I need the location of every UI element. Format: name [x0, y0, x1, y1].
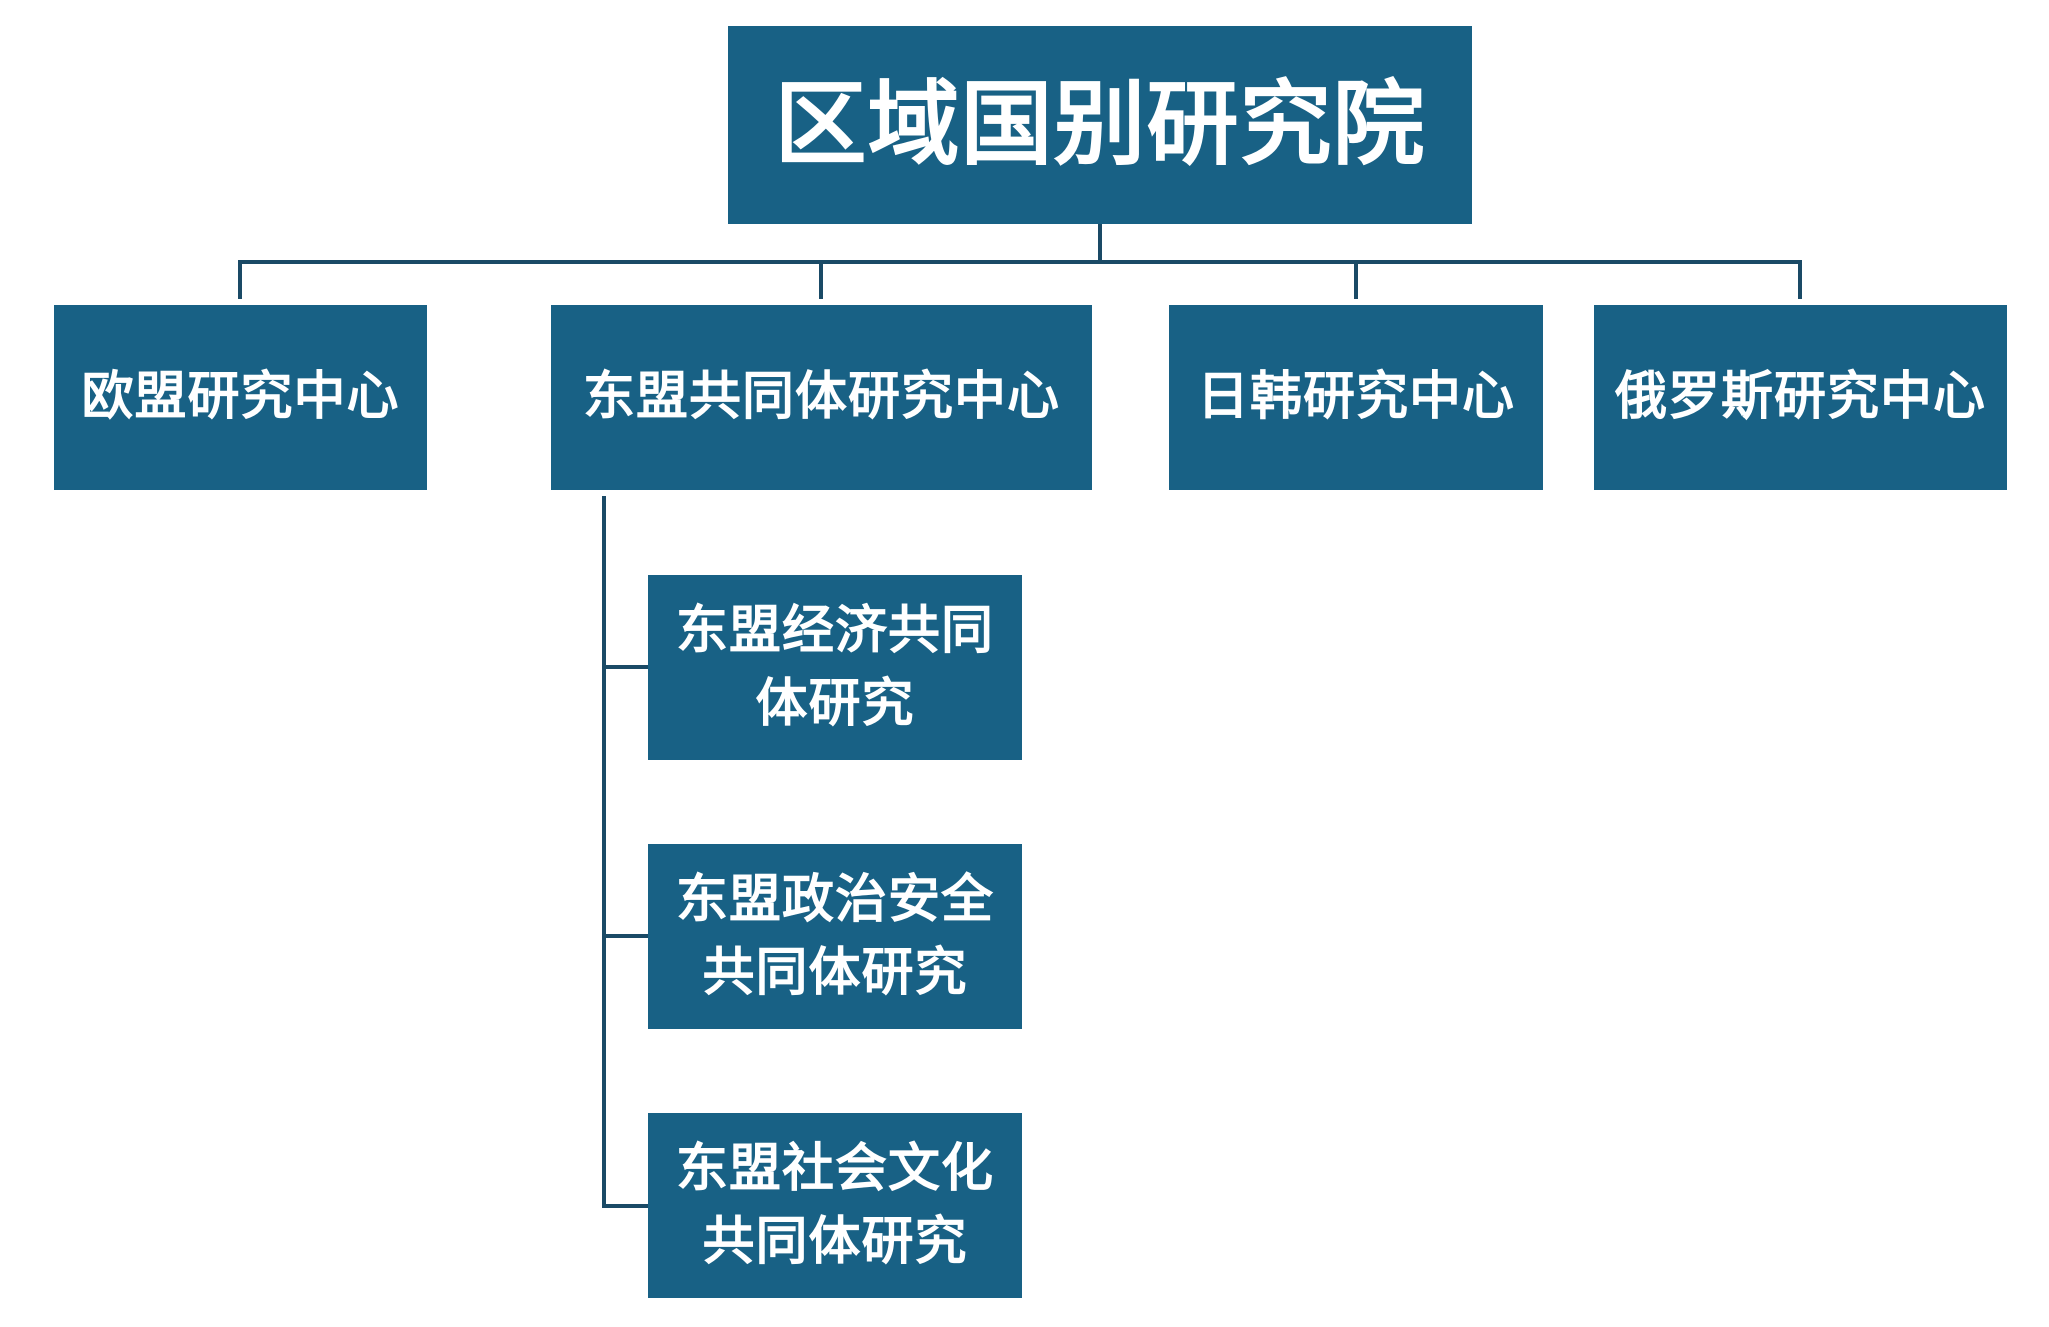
- subunit-node-label: 东盟政治安全共同体研究: [675, 869, 994, 1003]
- root-node-label: 区域国别研究院: [774, 70, 1426, 178]
- subunit-node-economic: 东盟经济共同体研究: [648, 575, 1022, 760]
- subunit-node-political-security: 东盟政治安全共同体研究: [648, 844, 1022, 1029]
- center-node-asean: 东盟共同体研究中心: [551, 305, 1092, 490]
- center-node-eu: 欧盟研究中心: [54, 305, 427, 490]
- center-node-label: 东盟共同体研究中心: [582, 367, 1060, 428]
- subunit-node-socio-cultural: 东盟社会文化共同体研究: [648, 1113, 1022, 1298]
- root-node-institute: 区域国别研究院: [728, 26, 1472, 224]
- center-node-japan-korea: 日韩研究中心: [1169, 305, 1543, 490]
- center-node-label: 日韩研究中心: [1196, 367, 1515, 428]
- subunit-node-label: 东盟社会文化共同体研究: [675, 1138, 994, 1272]
- center-node-russia: 俄罗斯研究中心: [1594, 305, 2007, 490]
- center-node-label: 欧盟研究中心: [81, 367, 400, 428]
- subunit-node-label: 东盟经济共同体研究: [675, 600, 994, 734]
- center-node-label: 俄罗斯研究中心: [1614, 367, 1986, 428]
